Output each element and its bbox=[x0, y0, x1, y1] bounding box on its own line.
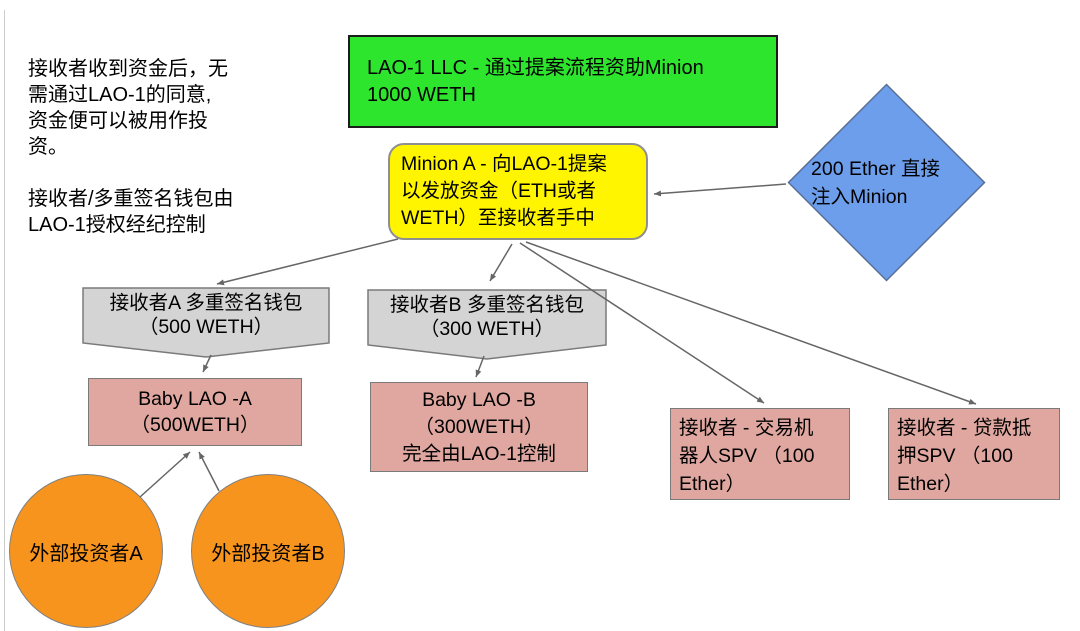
canvas-edge-line bbox=[4, 10, 5, 631]
node-investor-b-label: 外部投资者B bbox=[211, 542, 325, 565]
arrow-investor-b-to-baby-a bbox=[198, 451, 220, 492]
node-ether-injection-label: 200 Ether 直接 注入Minion bbox=[811, 158, 940, 208]
node-wallet-a-label: 接收者A 多重签名钱包 （500 WETH） bbox=[109, 292, 303, 338]
node-spv-loan-collateral: 接收者 - 贷款抵 押SPV （100 Ether） bbox=[888, 408, 1060, 500]
node-investor-a-label: 外部投资者A bbox=[29, 542, 143, 565]
arrow-investor-a-to-baby-a bbox=[139, 451, 191, 498]
node-investor-a: 外部投资者A bbox=[9, 474, 163, 628]
arrow-ether-to-minion bbox=[653, 183, 787, 197]
arrow-minion-to-wallet-b bbox=[489, 243, 513, 282]
node-baby-lao-a-label: Baby LAO -A （500WETH） bbox=[130, 388, 260, 436]
node-spv-loan-collateral-label: 接收者 - 贷款抵 押SPV （100 Ether） bbox=[897, 417, 1032, 495]
node-spv-trading-bot: 接收者 - 交易机 器人SPV （100 Ether） bbox=[670, 408, 850, 500]
node-baby-lao-a: Baby LAO -A （500WETH） bbox=[88, 378, 302, 446]
arrow-minion-to-wallet-a bbox=[216, 238, 399, 286]
banner-shape bbox=[82, 287, 330, 358]
node-baby-lao-b-label: Baby LAO -B （300WETH） 完全由LAO-1控制 bbox=[402, 388, 556, 465]
node-lao1-llc-label: LAO-1 LLC - 通过提案流程资助Minion 1000 WETH bbox=[367, 56, 704, 106]
node-wallet-a: 接收者A 多重签名钱包 （500 WETH） bbox=[82, 287, 330, 359]
node-wallet-b: 接收者B 多重签名钱包 （300 WETH） bbox=[367, 289, 607, 361]
node-spv-trading-bot-label: 接收者 - 交易机 器人SPV （100 Ether） bbox=[679, 417, 815, 495]
node-investor-b: 外部投资者B bbox=[191, 474, 345, 628]
node-minion-a-label: Minion A - 向LAO-1提案 以发放资金（ETH或者 WETH）至接收… bbox=[401, 153, 607, 229]
node-ether-injection: 200 Ether 直接 注入Minion bbox=[787, 83, 986, 282]
node-lao1-llc: LAO-1 LLC - 通过提案流程资助Minion 1000 WETH bbox=[348, 35, 778, 128]
node-baby-lao-b: Baby LAO -B （300WETH） 完全由LAO-1控制 bbox=[370, 382, 588, 472]
node-minion-a: Minion A - 向LAO-1提案 以发放资金（ETH或者 WETH）至接收… bbox=[388, 143, 648, 240]
node-wallet-b-label: 接收者B 多重签名钱包 （300 WETH） bbox=[390, 294, 584, 340]
note-receiver-funds: 接收者收到资金后，无 需通过LAO-1的同意, 资金便可以被用作投 资。 接收者… bbox=[28, 58, 234, 236]
